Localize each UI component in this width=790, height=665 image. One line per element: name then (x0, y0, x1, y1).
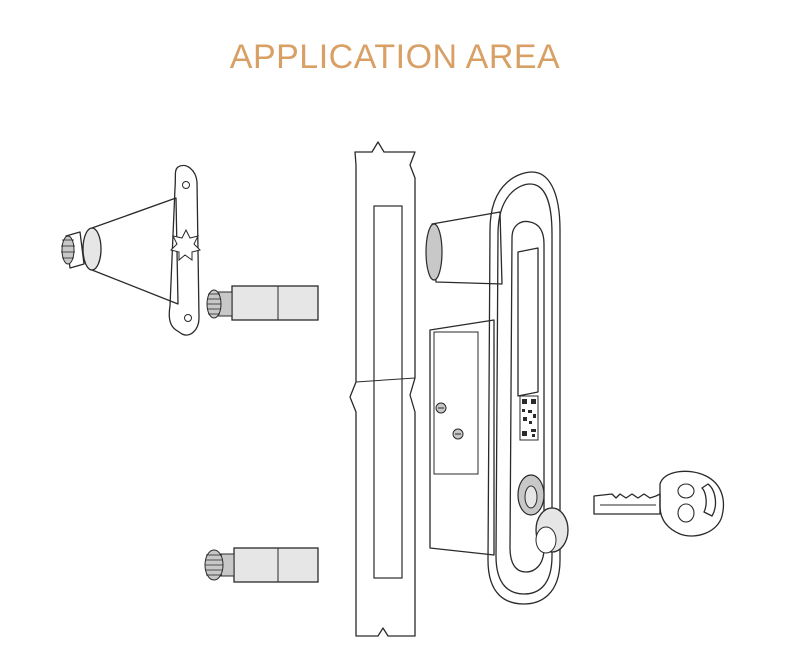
mounting-bracket (61, 164, 201, 336)
threaded-stud-upper (206, 285, 319, 321)
swing-handle-lock (425, 171, 569, 605)
page-title: APPLICATION AREA (229, 38, 561, 76)
door-panel-section (349, 141, 416, 637)
key (593, 470, 725, 537)
threaded-stud-lower (204, 547, 319, 583)
